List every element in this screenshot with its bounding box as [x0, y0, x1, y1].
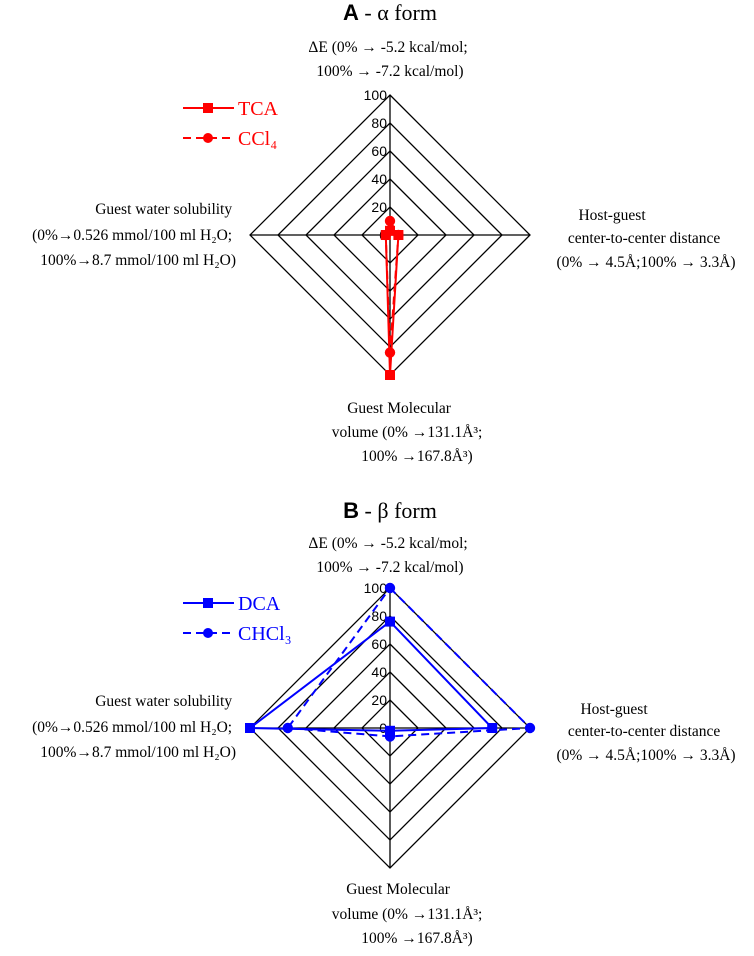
panel-b-axis-bottom-line3: 100% →167.8Å³) — [361, 930, 472, 947]
panel-a-series-0-point-2 — [385, 370, 395, 380]
panel-b-series-0-point-3 — [245, 723, 255, 733]
panel-a-axis-top-line1: ΔE (0% → -5.2 kcal/mol; — [308, 39, 467, 56]
panel-b-title-sep: - — [359, 498, 377, 523]
panel-a-tick-label-1: 80 — [371, 115, 387, 131]
panel-b: B - β form 100 80 60 40 20 0 ΔE (0% → -5.2 kc… — [32, 498, 735, 947]
panel-b-legend-label-0: DCA — [238, 593, 281, 615]
panel-b-legend-entry-0: DCA — [183, 593, 281, 615]
panel-a-title: A - α form — [343, 0, 437, 25]
panel-b-tick-label-4: 20 — [371, 692, 387, 708]
panel-b-axis-top-line1: ΔE (0% → -5.2 kcal/mol; — [308, 535, 467, 552]
panel-b-legend-marker-0 — [203, 598, 213, 608]
panel-a-axis-right-line1: Host-guest — [578, 207, 646, 224]
panel-b-series — [245, 582, 536, 742]
panel-a-tick-label-2: 60 — [371, 143, 387, 159]
panel-b-axis-left-line3: 100%→8.7 mmol/100 ml H₂O) — [40, 744, 236, 761]
panel-a-legend-marker-0 — [203, 103, 213, 113]
panel-b-tick-label-5: 0 — [379, 720, 387, 736]
panel-b-axis-label-top: ΔE (0% → -5.2 kcal/mol; 100% → -7.2 kcal… — [308, 535, 471, 576]
panel-a-tick-label-4: 20 — [371, 199, 387, 215]
panel-a-axis-bottom-line1: Guest Molecular — [347, 400, 452, 417]
panel-b-legend-entry-1: CHCl₃ — [183, 623, 292, 645]
panel-b-letter: B — [343, 498, 359, 523]
panel-a-series-1-point-3 — [380, 229, 391, 241]
panel-a-axis-top-line2: 100% → -7.2 kcal/mol) — [316, 63, 463, 80]
panel-a-legend: TCA CCl₄ — [183, 98, 279, 150]
panel-a-series-1-point-2 — [384, 347, 396, 358]
panel-a-legend-marker-1 — [203, 133, 213, 143]
panel-a-title-sep: - — [359, 0, 377, 25]
panel-a-axis-label-top: ΔE (0% → -5.2 kcal/mol; 100% → -7.2 kcal… — [308, 39, 471, 80]
panel-b-axis-left-line1: Guest water solubility — [95, 693, 232, 710]
panel-a-axis-label-right: Host-guest center-to-center distance (0%… — [556, 207, 735, 271]
panel-b-axis-label-bottom: Guest Molecular volume (0% →131.1Å³; 100… — [332, 881, 486, 947]
panel-a-series-1-point-1 — [393, 229, 404, 241]
panel-b-legend-marker-1 — [203, 628, 213, 638]
panel-b-axis-label-left: Guest water solubility (0%→0.526 mmol/10… — [32, 693, 236, 761]
panel-b-tick-label-3: 40 — [371, 664, 387, 680]
panel-a-axis-bottom-line3: 100% →167.8Å³) — [361, 448, 472, 465]
panel-a-legend-label-1: CCl₄ — [238, 128, 277, 150]
panel-a-letter: A — [343, 0, 359, 25]
panel-a-axis-right-line2: center-to-center distance — [568, 230, 721, 247]
panel-a-series — [380, 215, 404, 380]
panel-a-axis-right-line3: (0% → 4.5Å;100% → 3.3Å) — [556, 254, 735, 271]
panel-b-legend-label-1: CHCl₃ — [238, 623, 292, 645]
panel-a-axis-left-line1: Guest water solubility — [95, 201, 232, 218]
panel-b-series-1-point-2 — [384, 731, 396, 742]
panel-b-axis-right-line1: Host-guest — [580, 701, 648, 718]
panel-a-legend-entry-1: CCl₄ — [183, 128, 277, 150]
panel-b-tick-label-1: 80 — [371, 608, 387, 624]
panel-a-axis-left-line3: 100%→8.7 mmol/100 ml H₂O) — [40, 252, 236, 269]
panel-b-tick-label-0: 100 — [364, 580, 388, 596]
panel-b-title-text: β form — [377, 498, 436, 523]
panel-a-axis-label-bottom: Guest Molecular volume (0% →131.1Å³; 100… — [332, 400, 486, 465]
panel-b-series-0-point-2 — [385, 725, 395, 736]
panel-b-axis-left-line2: (0%→0.526 mmol/100 ml H₂O; — [32, 719, 232, 736]
panel-b-series-1-point-0 — [384, 582, 396, 594]
panel-b-axis-right-line3: (0% → 4.5Å;100% → 3.3Å) — [556, 747, 735, 764]
panel-b-axis-bottom-line1: Guest Molecular — [346, 881, 451, 898]
panel-b-tick-label-2: 60 — [371, 636, 387, 652]
panel-b-series-1-point-1 — [524, 722, 536, 734]
panel-b-axis-right-line2: center-to-center distance — [568, 723, 721, 740]
panel-a-axis-left-line2: (0%→0.526 mmol/100 ml H₂O; — [32, 227, 232, 244]
panel-b-legend: DCA CHCl₃ — [183, 593, 292, 645]
panel-a-series-1-point-0 — [384, 215, 396, 227]
panel-a-tick-label-3: 40 — [371, 171, 387, 187]
panel-b-series-0-point-1 — [487, 723, 498, 733]
panel-b-title: B - β form — [343, 498, 437, 523]
panel-b-series-0-point-0 — [385, 616, 395, 627]
panel-a-title-text: α form — [377, 0, 437, 25]
panel-a-axis-bottom-line2: volume (0% →131.1Å³; — [332, 424, 483, 441]
panel-b-tick-labels: 100 80 60 40 20 0 — [364, 580, 388, 736]
panel-a-tick-label-0: 100 — [364, 87, 388, 103]
panel-b-axis-top-line2: 100% → -7.2 kcal/mol) — [316, 559, 463, 576]
panel-b-series-1-point-3 — [282, 722, 293, 734]
panel-b-axis-label-right: Host-guest center-to-center distance (0%… — [556, 701, 735, 764]
panel-a-axis-label-left: Guest water solubility (0%→0.526 mmol/10… — [32, 201, 236, 269]
panel-a-legend-entry-0: TCA — [183, 98, 279, 120]
panel-b-axis-bottom-line2: volume (0% →131.1Å³; — [332, 906, 483, 923]
panel-a-legend-label-0: TCA — [238, 98, 279, 120]
